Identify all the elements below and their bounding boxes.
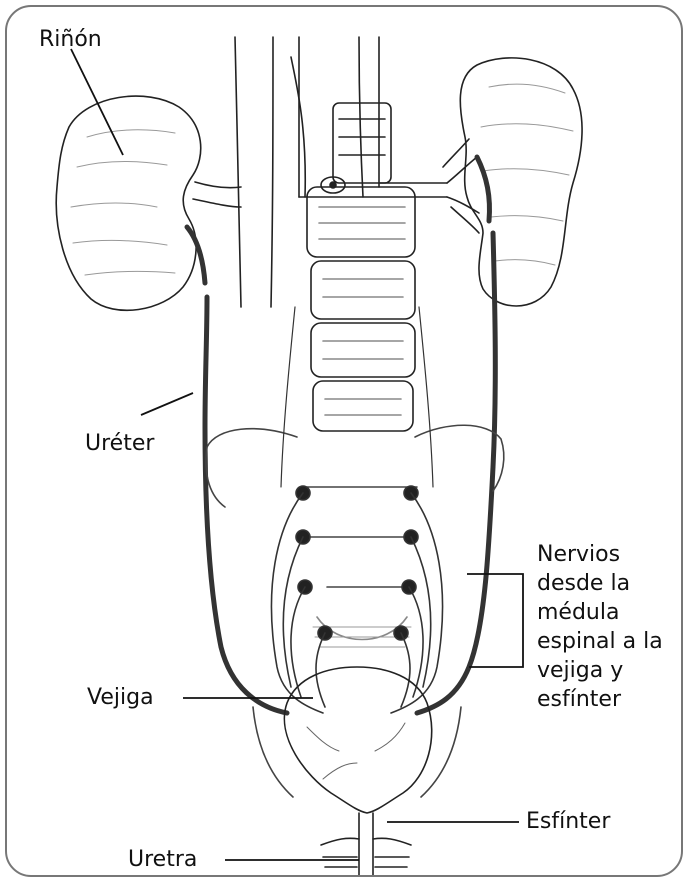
ureters — [205, 233, 495, 713]
ureter-label: Uréter — [85, 429, 154, 458]
sphincter-label: Esfínter — [526, 807, 610, 836]
pelvis — [206, 425, 504, 647]
sacral-nerves — [271, 307, 442, 713]
kidney-leader — [71, 49, 123, 155]
bladder-label: Vejiga — [87, 683, 154, 712]
left-kidney — [56, 96, 205, 310]
ureter-leader — [141, 393, 193, 415]
great-vessels — [235, 37, 379, 307]
figure-frame: Riñón Uréter Nervios desde la médula esp… — [5, 5, 683, 877]
urethra-label: Uretra — [128, 845, 197, 874]
right-kidney — [460, 58, 582, 306]
kidney-label: Riñón — [39, 25, 102, 54]
nerves-label: Nervios desde la médula espinal a la vej… — [537, 540, 683, 714]
bladder — [253, 667, 461, 813]
